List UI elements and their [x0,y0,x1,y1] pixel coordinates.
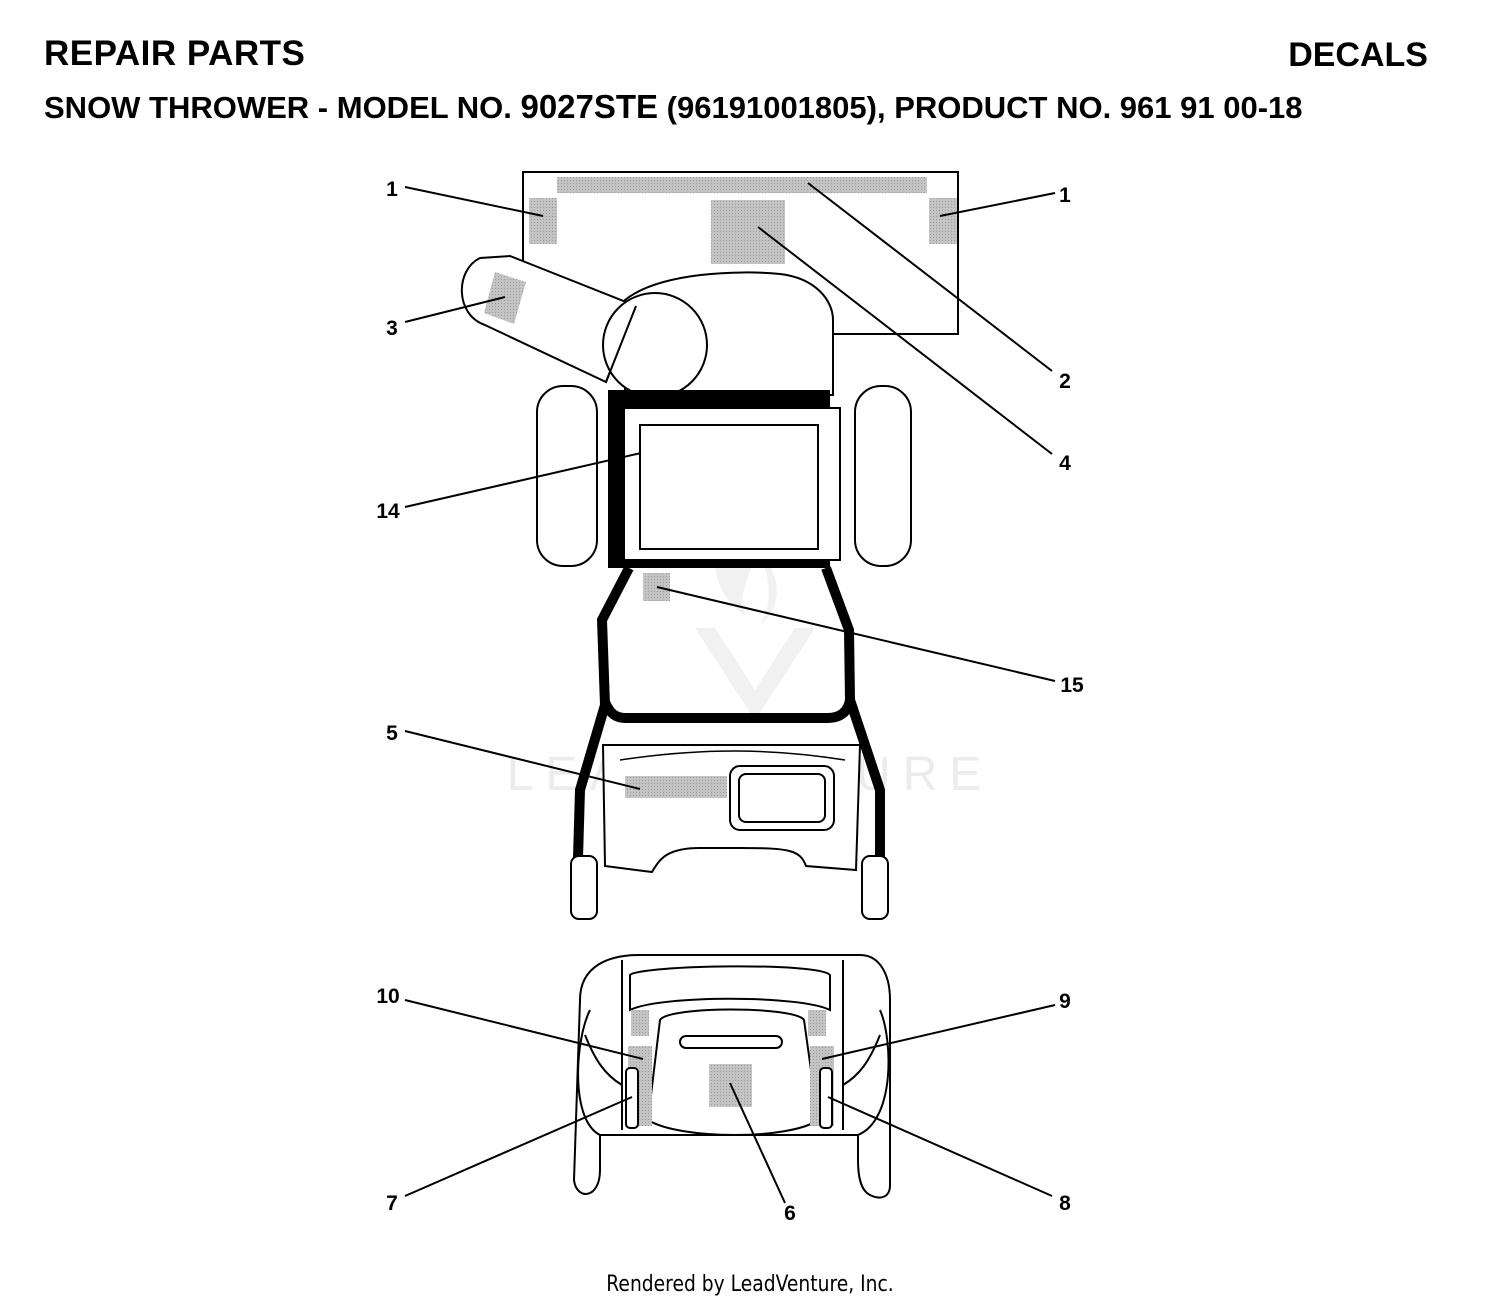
decal-15 [643,573,670,601]
callout-4: 4 [1059,452,1071,475]
callout-3: 3 [386,317,398,340]
callout-10: 10 [376,985,399,1008]
subtitle-suffix: (96191001805), PRODUCT NO. 961 91 00-18 [658,90,1303,125]
subtitle-prefix: SNOW THROWER - MODEL NO. [44,90,521,125]
chute-base [602,292,708,398]
decal-1-right [929,198,957,244]
decal-10-upper [631,1010,649,1036]
snow-thrower-rear-view [572,954,891,1199]
callout-15: 15 [1060,674,1084,697]
decal-9-upper [808,1010,826,1036]
handle-crossbar [600,698,855,723]
callout-1-left: 1 [386,178,398,201]
grip-left [570,855,598,920]
decal-2 [557,177,927,193]
snow-thrower-top-view [460,171,959,920]
callout-labels: 1 1 2 4 3 14 15 5 10 9 7 8 6 [376,178,1084,1225]
callout-1-right: 1 [1059,184,1071,207]
decal-1-left [529,198,557,244]
model-number: 9027STE [520,88,659,125]
callout-8: 8 [1059,1192,1071,1215]
page-title: REPAIR PARTS [44,34,306,73]
callout-6: 6 [784,1202,796,1225]
grip-right [861,855,889,920]
decal-14 [639,424,819,550]
callout-14: 14 [376,500,400,523]
callout-9: 9 [1059,990,1071,1013]
callout-7: 7 [386,1192,398,1215]
callout-2: 2 [1059,370,1071,393]
left-wheel [536,385,598,567]
leader-lines [404,182,1056,1204]
decal-4 [711,200,785,264]
section-title: DECALS [1288,36,1428,74]
footer-credit: Rendered by LeadVenture, Inc. [606,1272,894,1297]
model-subtitle: SNOW THROWER - MODEL NO. 9027STE (961910… [44,88,1303,126]
callout-5: 5 [386,722,398,745]
decal-5 [625,776,727,798]
right-wheel [854,385,912,567]
